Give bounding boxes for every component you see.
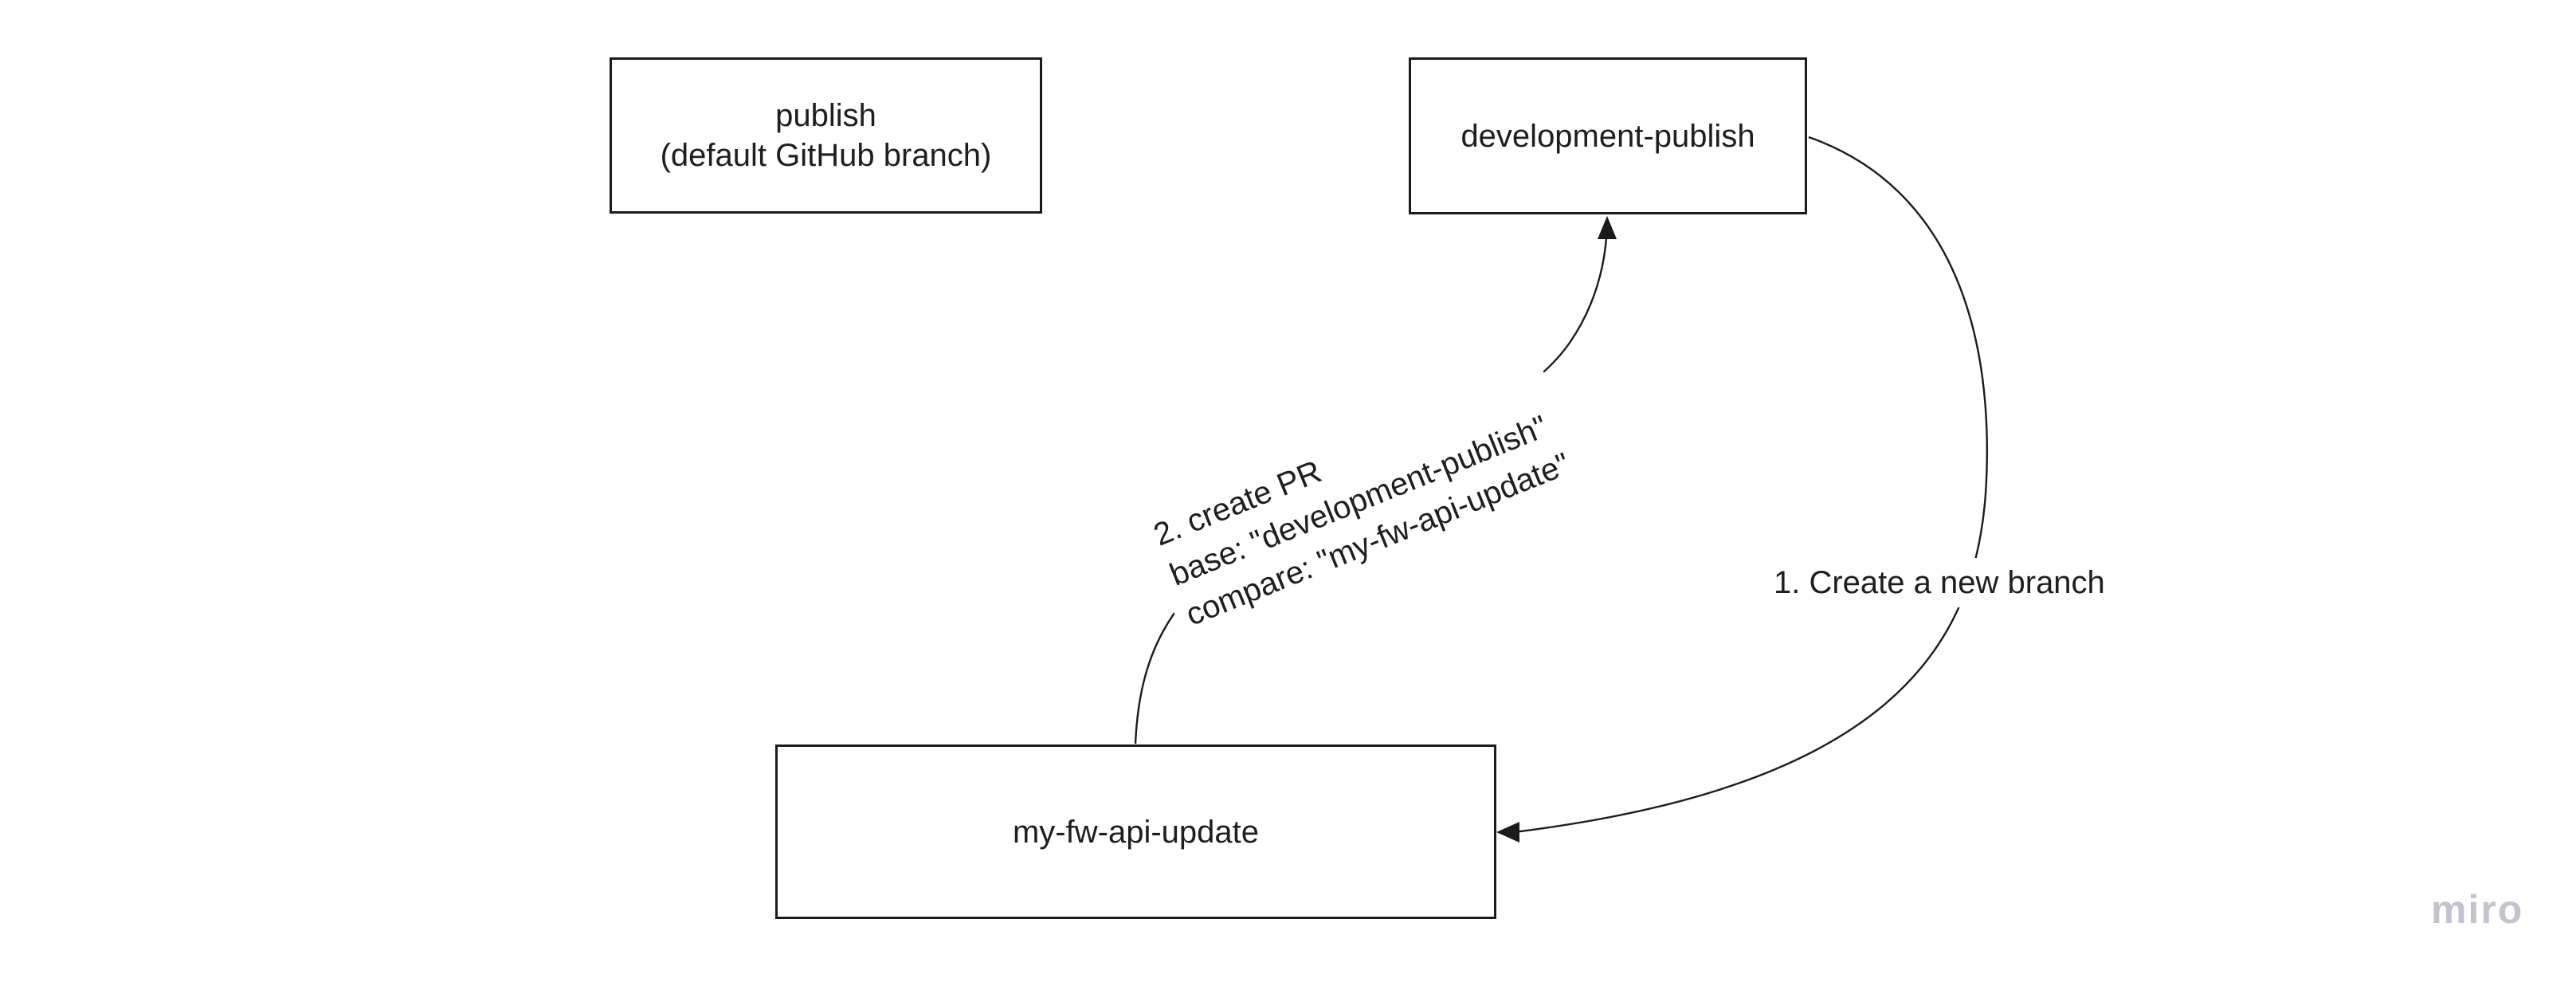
node-my-fw-api-update-branch[interactable]: my-fw-api-update — [775, 744, 1496, 919]
connector-create-branch-arrowhead-left-icon — [1496, 822, 1519, 843]
node-development-publish-branch[interactable]: development-publish — [1409, 57, 1807, 214]
node-publish-label-line1: publish — [775, 98, 876, 133]
connector-label-create-branch[interactable]: 1. Create a new branch — [1764, 558, 2115, 607]
connector-label-create-pr[interactable]: 2. create PR base: "development-publish"… — [1135, 352, 1590, 647]
connector-create-pr-arrowhead-up-icon — [1598, 216, 1617, 239]
node-my-fw-api-update-label: my-fw-api-update — [1012, 814, 1259, 850]
node-publish-label-line2: (default GitHub branch) — [660, 138, 992, 173]
node-publish-branch[interactable]: publish (default GitHub branch) — [610, 57, 1042, 214]
node-development-publish-label: development-publish — [1461, 118, 1755, 154]
miro-watermark-logo: miro — [2431, 887, 2524, 932]
